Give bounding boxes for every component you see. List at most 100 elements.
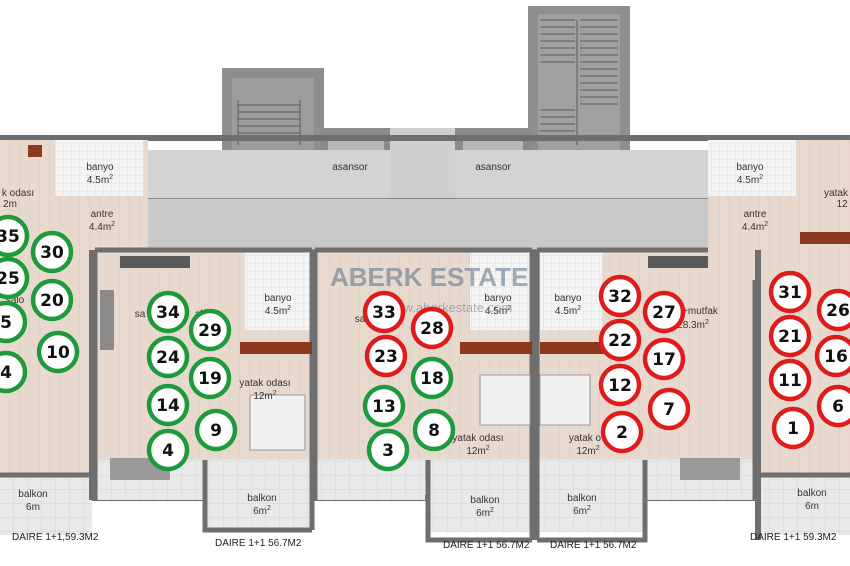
badge-number: 9: [210, 421, 222, 441]
apartment-badge-4-available[interactable]: 4: [146, 428, 190, 472]
badge-ring: [768, 358, 812, 402]
badge-number: 12: [608, 376, 632, 396]
svg-text:balkon: balkon: [470, 495, 499, 506]
apartment-badge-6-sold[interactable]: 6: [816, 384, 850, 428]
apartment-badge-35-available[interactable]: 35: [0, 214, 30, 258]
apartment-badge-28-sold[interactable]: 28: [410, 306, 454, 350]
svg-text:sa: sa: [135, 309, 146, 320]
badge-number: 11: [778, 371, 802, 391]
badge-number: 4: [0, 363, 12, 383]
apartment-badge-21-sold[interactable]: 21: [768, 314, 812, 358]
badge-ring: [598, 318, 642, 362]
apartment-badge-12-sold[interactable]: 12: [598, 363, 642, 407]
badge-ring: [0, 350, 28, 394]
svg-text:12: 12: [836, 199, 848, 210]
badge-number: 21: [778, 327, 802, 347]
apartment-badge-22-sold[interactable]: 22: [598, 318, 642, 362]
apartment-badge-26-sold[interactable]: 26: [816, 288, 850, 332]
svg-text:6m2: 6m2: [253, 505, 271, 517]
badge-ring: [0, 300, 28, 344]
apartment-badge-4-available[interactable]: 4: [0, 350, 28, 394]
svg-text:4.5m2: 4.5m2: [555, 305, 581, 317]
unit-label-2: DAIRE 1+1 56.7M2: [215, 538, 302, 549]
svg-text:ABERK ESTATE: ABERK ESTATE: [330, 262, 528, 292]
apartment-badge-16-sold[interactable]: 16: [814, 334, 850, 378]
apartment-badge-5-available[interactable]: 5: [0, 300, 28, 344]
badge-ring: [362, 384, 406, 428]
badge-ring: [642, 337, 686, 381]
apartment-badge-25-available[interactable]: 25: [0, 256, 30, 300]
badge-ring: [410, 306, 454, 350]
apartment-badge-10-available[interactable]: 10: [36, 330, 80, 374]
apartment-badge-9-available[interactable]: 9: [194, 408, 238, 452]
badge-number: 1: [787, 419, 799, 439]
badge-ring: [366, 428, 410, 472]
apartment-badge-20-available[interactable]: 20: [30, 278, 74, 322]
svg-text:asansor: asansor: [475, 162, 511, 173]
badge-ring: [814, 334, 850, 378]
apartment-badge-2-sold[interactable]: 2: [600, 410, 644, 454]
apartment-badge-14-available[interactable]: 14: [146, 383, 190, 427]
badge-ring: [0, 214, 30, 258]
badge-ring: [816, 384, 850, 428]
badge-number: 17: [652, 350, 676, 370]
badge-number: 25: [0, 269, 20, 289]
apartment-badge-24-available[interactable]: 24: [146, 335, 190, 379]
svg-text:salo: salo: [6, 295, 25, 306]
apartment-badge-1-sold[interactable]: 1: [771, 406, 815, 450]
badge-number: 34: [156, 303, 180, 323]
apartment-badge-3-available[interactable]: 3: [366, 428, 410, 472]
badge-ring: [412, 408, 456, 452]
badge-ring: [364, 334, 408, 378]
badge-ring: [194, 408, 238, 452]
apartment-badge-29-available[interactable]: 29: [188, 308, 232, 352]
badge-ring: [146, 335, 190, 379]
apartment-badge-11-sold[interactable]: 11: [768, 358, 812, 402]
core: [148, 6, 768, 251]
svg-text:www.aberkestate.com: www.aberkestate.com: [384, 300, 512, 315]
badge-number: 19: [198, 369, 222, 389]
badge-ring: [598, 274, 642, 318]
badge-number: 10: [46, 343, 70, 363]
badge-number: 5: [0, 313, 12, 333]
svg-text:balkon: balkon: [567, 493, 596, 504]
apartment-badge-34-available[interactable]: 34: [146, 290, 190, 334]
apartment-badge-17-sold[interactable]: 17: [642, 337, 686, 381]
unit-label-3: DAIRE 1+1 56.7M2: [443, 540, 530, 551]
svg-text:4.5m2: 4.5m2: [485, 305, 511, 317]
badge-number: 16: [824, 347, 848, 367]
apartment-badge-33-sold[interactable]: 33: [362, 290, 406, 334]
apartment-badge-8-available[interactable]: 8: [412, 408, 456, 452]
svg-text:12m2: 12m2: [253, 390, 276, 402]
badge-ring: [0, 256, 30, 300]
badge-ring: [30, 278, 74, 322]
unit-4: [534, 247, 758, 543]
apartment-badge-31-sold[interactable]: 31: [768, 270, 812, 314]
apartment-badge-23-sold[interactable]: 23: [364, 334, 408, 378]
badge-ring: [410, 356, 454, 400]
apartment-badge-32-sold[interactable]: 32: [598, 274, 642, 318]
svg-text:balkon: balkon: [247, 493, 276, 504]
svg-text:banyo: banyo: [86, 162, 114, 173]
badge-ring: [362, 290, 406, 334]
apartment-badge-7-sold[interactable]: 7: [647, 387, 691, 431]
svg-text:12m2: 12m2: [466, 445, 489, 457]
badge-number: 20: [40, 291, 64, 311]
apartment-badge-27-sold[interactable]: 27: [642, 290, 686, 334]
svg-text:sa: sa: [355, 314, 366, 325]
apartment-badge-18-available[interactable]: 18: [410, 356, 454, 400]
badge-number: 33: [372, 303, 396, 323]
badge-number: 7: [663, 400, 675, 420]
svg-text:banyo: banyo: [554, 293, 582, 304]
watermark: ABERK ESTATE www.aberkestate.com: [330, 262, 528, 315]
unit-label-1: DAIRE 1+1,59.3M2: [12, 532, 99, 543]
svg-text:banyo: banyo: [736, 162, 764, 173]
svg-text:yatak odası: yatak odası: [239, 378, 290, 389]
badge-ring: [771, 406, 815, 450]
svg-text:6m2: 6m2: [573, 505, 591, 517]
apartment-badge-19-available[interactable]: 19: [188, 356, 232, 400]
apartment-badge-30-available[interactable]: 30: [30, 230, 74, 274]
apartment-badge-13-available[interactable]: 13: [362, 384, 406, 428]
badge-number: 3: [382, 441, 394, 461]
